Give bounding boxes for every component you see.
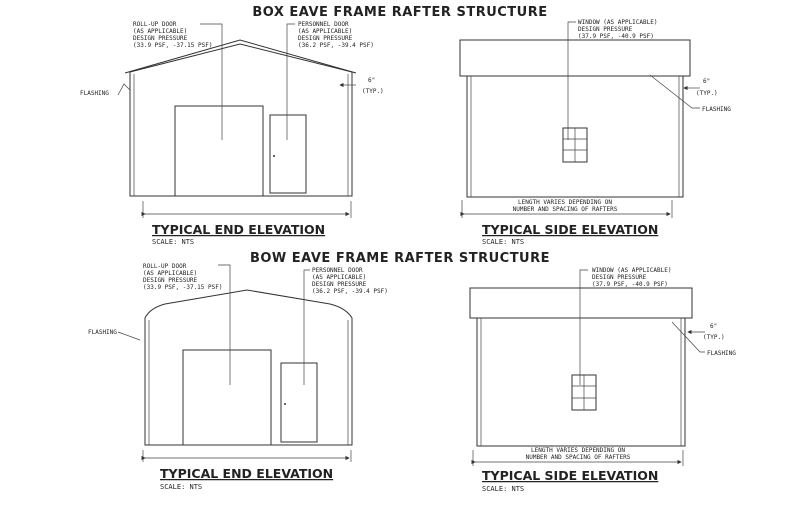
drawing-label: PERSONNEL DOOR bbox=[312, 267, 363, 274]
roll-up-door bbox=[182, 349, 272, 446]
drawing-line bbox=[579, 269, 588, 385]
drawing-label: DESIGN PRESSURE bbox=[298, 35, 353, 42]
drawing-line bbox=[303, 269, 310, 385]
bow-eave-end-elevation: ROLL-UP DOOR (AS APPLICABLE) DESIGN PRES… bbox=[88, 263, 388, 491]
drawing-label: (AS APPLICABLE) bbox=[133, 28, 187, 35]
drawing-label: (TYP.) bbox=[696, 90, 718, 97]
drawing-label: (33.9 PSF, -37.15 PSF) bbox=[133, 42, 212, 49]
drawing-label: DESIGN PRESSURE bbox=[143, 277, 198, 284]
personnel-door bbox=[269, 114, 307, 194]
drawing-label: NUMBER AND SPACING OF RAFTERS bbox=[526, 454, 631, 461]
drawing-label: ROLL-UP DOOR bbox=[133, 21, 177, 28]
drawing-label: PERSONNEL DOOR bbox=[298, 21, 349, 28]
personnel-door bbox=[280, 362, 318, 443]
drawing-line bbox=[671, 321, 705, 353]
drawing-label: DESIGN PRESSURE bbox=[578, 26, 633, 33]
drawing-label: DESIGN PRESSURE bbox=[312, 281, 367, 288]
drawing-label: WINDOW (AS APPLICABLE) bbox=[578, 19, 657, 26]
end-wall-siding bbox=[144, 289, 353, 446]
box-eave-side-elevation: WINDOW (AS APPLICABLE) DESIGN PRESSURE (… bbox=[459, 19, 731, 246]
drawing-label: 6" bbox=[703, 78, 710, 85]
drawing-label: (AS APPLICABLE) bbox=[298, 28, 352, 35]
drawing-label: (TYP.) bbox=[703, 334, 725, 341]
section-title-bow-eave: BOW EAVE FRAME RAFTER STRUCTURE bbox=[250, 251, 550, 266]
drawing-line bbox=[286, 23, 295, 140]
drawing-label: SCALE: NTS bbox=[482, 238, 524, 246]
drawing-label: 6" bbox=[710, 323, 717, 330]
drawing-label: DESIGN PRESSURE bbox=[133, 35, 188, 42]
drawing-label: FLASHING bbox=[707, 350, 736, 357]
flashing-label: FLASHING bbox=[80, 90, 109, 97]
drawing-label: ROLL-UP DOOR bbox=[143, 263, 187, 270]
drawing-line bbox=[218, 264, 231, 385]
gable-roof-trim bbox=[124, 39, 357, 74]
drawing-label: (AS APPLICABLE) bbox=[143, 270, 197, 277]
drawing-line bbox=[567, 21, 576, 140]
drawing-label: WINDOW (AS APPLICABLE) bbox=[592, 267, 671, 274]
drawing-label: (37.9 PSF, -40.9 PSF) bbox=[592, 281, 668, 288]
drawing-line bbox=[117, 83, 131, 96]
drawing-label: (TYP.) bbox=[362, 88, 384, 95]
drawing-label: (33.9 PSF, -37.15 PSF) bbox=[143, 284, 222, 291]
drawing-label: LENGTH VARIES DEPENDING ON bbox=[531, 447, 625, 454]
end-wall-siding bbox=[129, 43, 353, 197]
section-title-box-eave: BOX EAVE FRAME RAFTER STRUCTURE bbox=[252, 5, 547, 20]
drawing-line bbox=[117, 331, 141, 341]
drawing-label: SCALE: NTS bbox=[152, 238, 194, 246]
drawing-label: TYPICAL END ELEVATION bbox=[160, 466, 333, 481]
drawing-label: FLASHING bbox=[88, 329, 117, 336]
drawing-label: FLASHING bbox=[702, 106, 731, 113]
drawing-label: TYPICAL SIDE ELEVATION bbox=[482, 468, 658, 483]
drawing-line bbox=[200, 23, 223, 140]
drawing-label: DESIGN PRESSURE bbox=[592, 274, 647, 281]
drawing-label: (36.2 PSF, -39.4 PSF) bbox=[298, 42, 374, 49]
roof-panel bbox=[459, 39, 691, 77]
bow-eave-side-elevation: WINDOW (AS APPLICABLE) DESIGN PRESSURE (… bbox=[469, 267, 736, 493]
drawing-label: SCALE: NTS bbox=[160, 483, 202, 491]
drawing-label: (AS APPLICABLE) bbox=[312, 274, 366, 281]
drawing-label: NUMBER AND SPACING OF RAFTERS bbox=[513, 206, 618, 213]
drawing-line bbox=[476, 317, 686, 447]
drawing-line bbox=[284, 403, 286, 405]
side-elevation-heading: TYPICAL SIDE ELEVATION bbox=[482, 222, 658, 237]
svg-text:ROLL-UP DOOR: ROLL-UP DOOR bbox=[133, 21, 177, 28]
drawing-label: SCALE: NTS bbox=[482, 485, 524, 493]
drawing-label: (36.2 PSF, -39.4 PSF) bbox=[312, 288, 388, 295]
drawing-label: (37.9 PSF, -40.9 PSF) bbox=[578, 33, 654, 40]
roll-up-door bbox=[174, 105, 264, 197]
drawing-line bbox=[649, 74, 700, 109]
box-eave-end-elevation: ROLL-UP DOOR (AS APPLICABLE) DESIGN PRES… bbox=[80, 21, 384, 246]
door-knob bbox=[273, 155, 275, 157]
roof-panel bbox=[469, 287, 693, 319]
end-elevation-heading: TYPICAL END ELEVATION bbox=[152, 222, 325, 237]
drawing-label: 6" bbox=[368, 77, 375, 84]
drawing-label: LENGTH VARIES DEPENDING ON bbox=[518, 199, 612, 206]
